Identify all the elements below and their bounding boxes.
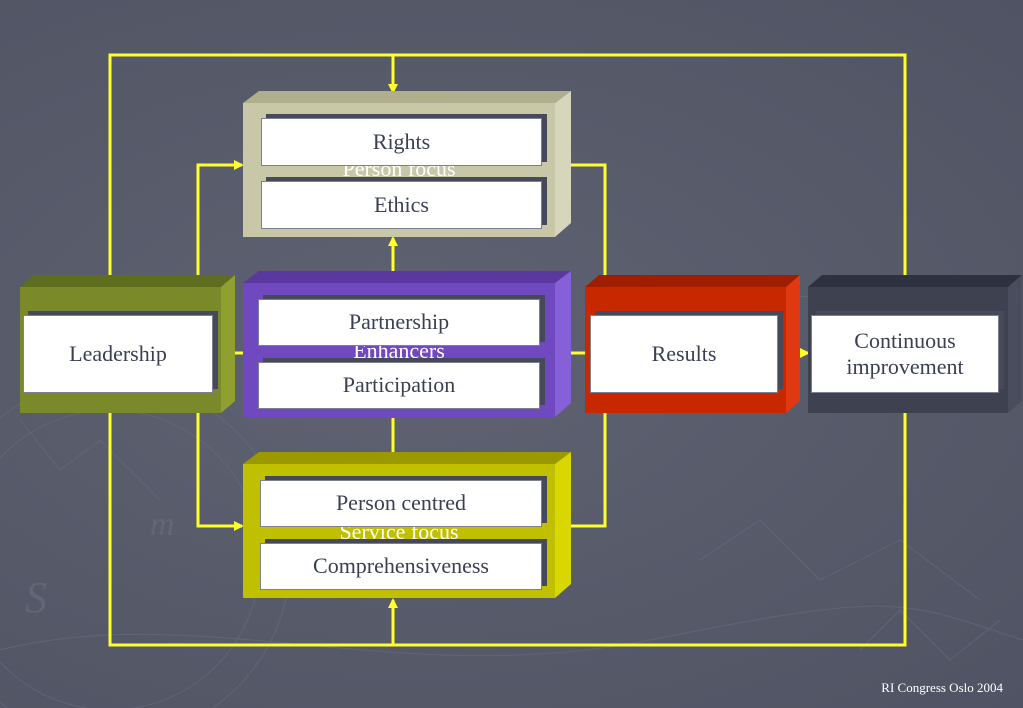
comprehensiveness-card[interactable]: Comprehensiveness [260, 543, 542, 590]
continuous-improvement-card[interactable]: Continuous improvement [811, 315, 999, 393]
feedback-loop [108, 53, 907, 280]
results-cube: Results [585, 275, 800, 413]
partnership-card[interactable]: Partnership [258, 299, 540, 346]
person-to-results [570, 163, 607, 282]
footer-caption: RI Congress Oslo 2004 [881, 680, 1003, 695]
leadership-cube: Leadership [20, 275, 235, 413]
enhancers-cube: Enhancers Partnership Participation [243, 271, 571, 417]
ethics-card[interactable]: Ethics [261, 181, 542, 229]
results-card[interactable]: Results [590, 315, 778, 393]
svg-text:m: m [150, 506, 175, 543]
participation-card[interactable]: Participation [258, 362, 540, 409]
svg-text:S: S [25, 573, 47, 622]
leadership-to-service-arrow [196, 410, 244, 531]
person-centred-card[interactable]: Person centred [260, 480, 542, 527]
service-focus-cube: Service focus Person centred Comprehensi… [243, 452, 571, 598]
rights-card[interactable]: Rights [261, 118, 542, 166]
leadership-card[interactable]: Leadership [23, 315, 213, 393]
service-to-results [570, 412, 607, 528]
feedback-loop-bottom [108, 410, 907, 647]
continuous-improvement-cube: Continuous improvement [808, 275, 1022, 413]
leadership-to-person-arrow [196, 160, 244, 280]
person-focus-cube: Person focus Rights Ethics [243, 91, 571, 237]
